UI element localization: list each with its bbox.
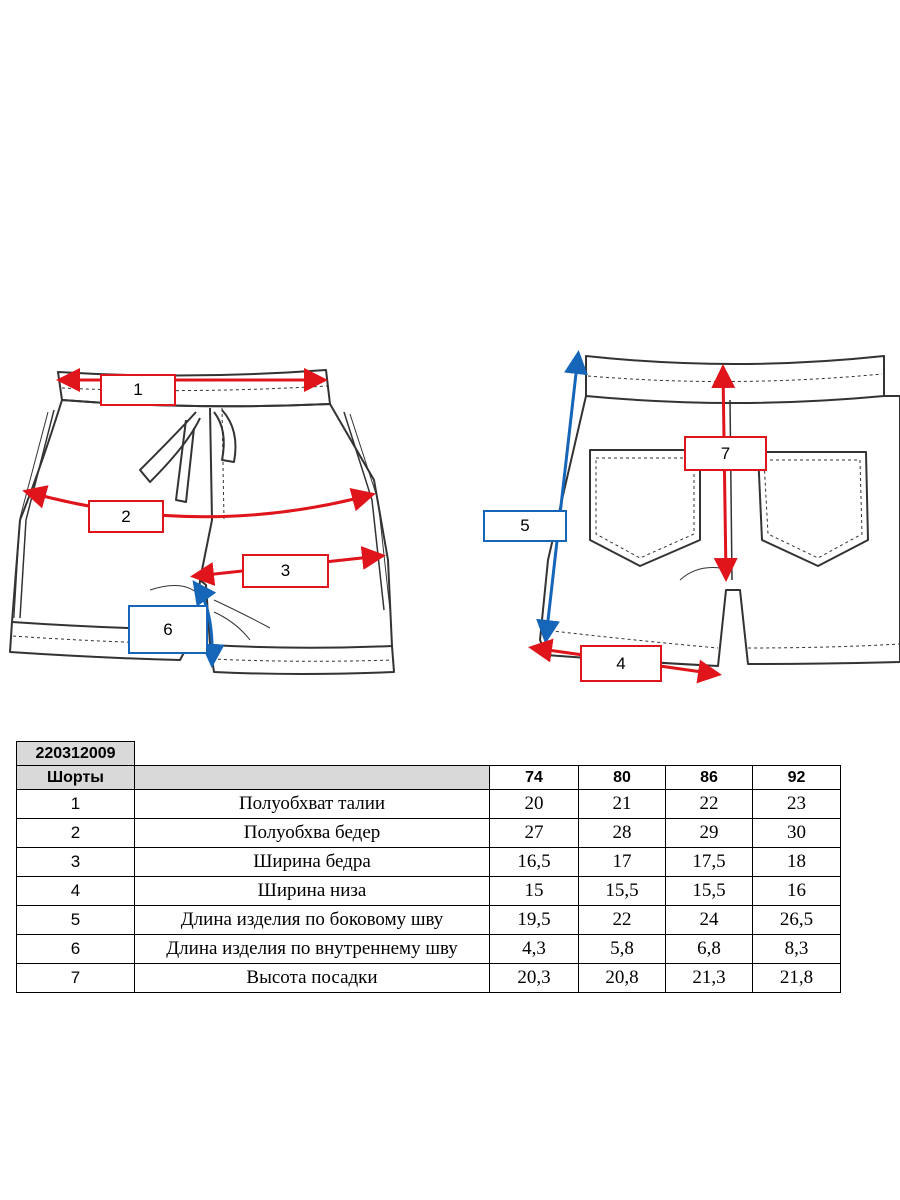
size-chart-table: 220312009 Шорты 74 80 86 92 1 Полуобхват… [16, 741, 841, 993]
measure-label-7: 7 [684, 436, 767, 471]
size-header: 80 [578, 765, 666, 790]
shorts-technical-sketch [9, 350, 900, 684]
measure-value: 21 [578, 789, 666, 819]
table-row: 1 Полуобхват талии 20 21 22 23 [16, 789, 841, 819]
table-row: 2 Полуобхва бедер 27 28 29 30 [16, 818, 841, 848]
row-number: 3 [16, 847, 135, 877]
measure-label-4: 4 [580, 645, 662, 682]
measure-value: 22 [578, 905, 666, 935]
measure-value: 26,5 [752, 905, 841, 935]
measure-value: 27 [489, 818, 579, 848]
measure-value: 24 [665, 905, 753, 935]
row-number: 5 [16, 905, 135, 935]
row-number: 4 [16, 876, 135, 906]
measure-value: 17 [578, 847, 666, 877]
measure-value: 20,3 [489, 963, 579, 993]
measure-name: Полуобхва бедер [134, 818, 490, 848]
measure-value: 16 [752, 876, 841, 906]
measure-value: 20,8 [578, 963, 666, 993]
measure-value: 16,5 [489, 847, 579, 877]
table-row: 5 Длина изделия по боковому шву 19,5 22 … [16, 905, 841, 935]
measure-value: 6,8 [665, 934, 753, 964]
measure-label-3: 3 [242, 554, 329, 588]
product-name: Шорты [16, 765, 135, 790]
measure-value: 15,5 [665, 876, 753, 906]
measure-name: Длина изделия по внутреннему шву [134, 934, 490, 964]
measure-value: 29 [665, 818, 753, 848]
measure-name: Ширина бедра [134, 847, 490, 877]
measure-value: 30 [752, 818, 841, 848]
table-row: 3 Ширина бедра 16,5 17 17,5 18 [16, 847, 841, 877]
row-number: 7 [16, 963, 135, 993]
measure-value: 28 [578, 818, 666, 848]
measure-value: 5,8 [578, 934, 666, 964]
row-number: 2 [16, 818, 135, 848]
arrow-6 [192, 580, 225, 668]
measure-name: Высота посадки [134, 963, 490, 993]
measure-value: 4,3 [489, 934, 579, 964]
table-row: 6 Длина изделия по внутреннему шву 4,3 5… [16, 934, 841, 964]
measure-label-6: 6 [128, 605, 208, 654]
measure-value: 17,5 [665, 847, 753, 877]
arrow-5 [536, 350, 588, 644]
measure-name: Полуобхват талии [134, 789, 490, 819]
measure-value: 22 [665, 789, 753, 819]
table-row: 4 Ширина низа 15 15,5 15,5 16 [16, 876, 841, 906]
measure-label-5: 5 [483, 510, 567, 542]
measure-value: 18 [752, 847, 841, 877]
measure-label-1: 1 [100, 374, 176, 406]
measure-name: Ширина низа [134, 876, 490, 906]
measure-value: 15 [489, 876, 579, 906]
table-row: 7 Высота посадки 20,3 20,8 21,3 21,8 [16, 963, 841, 993]
measure-value: 21,3 [665, 963, 753, 993]
measure-value: 15,5 [578, 876, 666, 906]
arrow-7 [711, 364, 738, 582]
measure-label-2: 2 [88, 500, 164, 533]
measure-value: 20 [489, 789, 579, 819]
row-number: 6 [16, 934, 135, 964]
arrow-2 [22, 485, 376, 519]
measure-value: 21,8 [752, 963, 841, 993]
article-code: 220312009 [16, 741, 135, 766]
row-number: 1 [16, 789, 135, 819]
size-header: 74 [489, 765, 579, 790]
measure-value: 8,3 [752, 934, 841, 964]
measure-value: 19,5 [489, 905, 579, 935]
measurement-arrows [22, 350, 738, 684]
size-header: 86 [665, 765, 753, 790]
size-header: 92 [752, 765, 841, 790]
back-view-drawing [539, 355, 900, 667]
measure-name: Длина изделия по боковому шву [134, 905, 490, 935]
measure-value: 23 [752, 789, 841, 819]
